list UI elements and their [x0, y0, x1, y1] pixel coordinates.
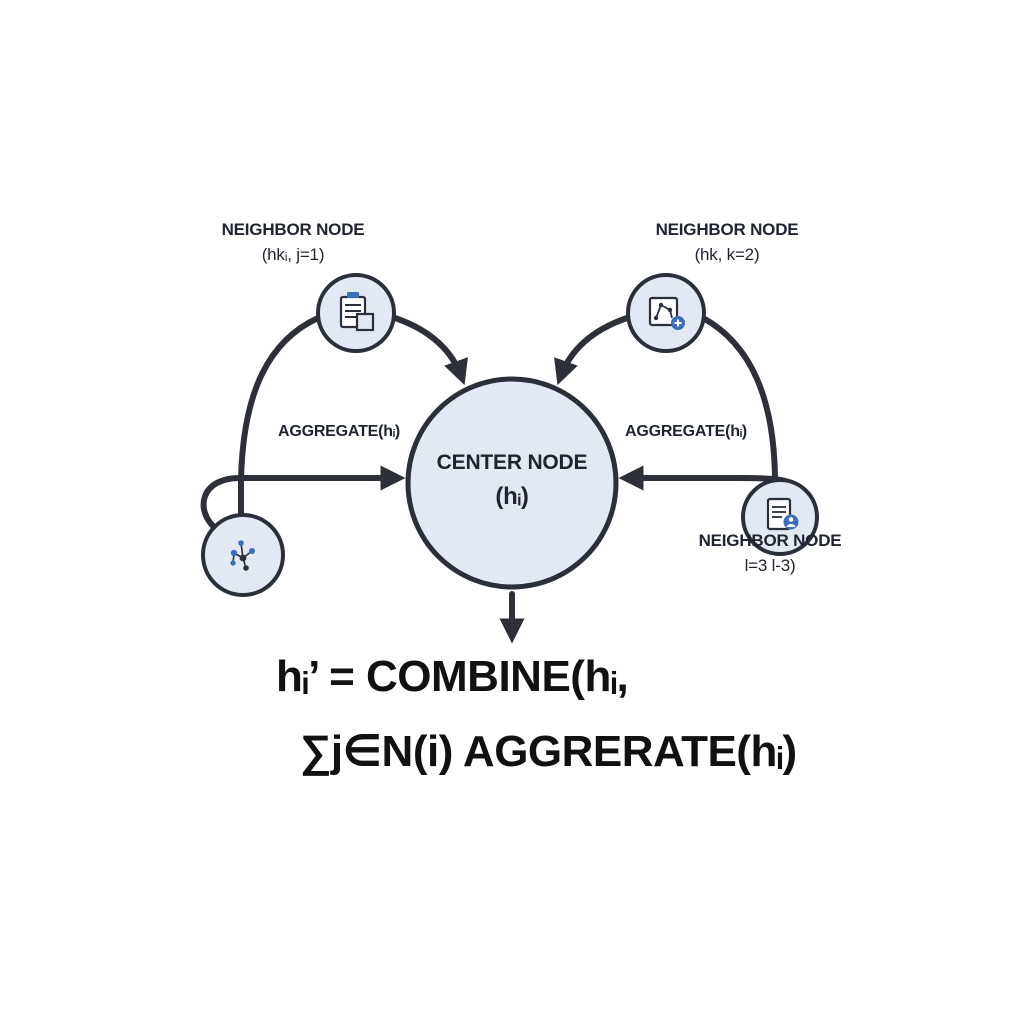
neighbor-4-subtitle: l=3 l-3) — [744, 556, 796, 575]
combine-formula-line-1: hᵢ’ = COMBINE(hᵢ, — [276, 652, 629, 701]
document-user-icon — [766, 497, 799, 531]
clipboard-icon — [339, 292, 375, 332]
loop-neighbor1-to-left-node — [238, 315, 321, 523]
center-node — [405, 376, 619, 590]
loop-neighbor2-to-right-node — [700, 315, 778, 481]
combine-formula-line-2: ∑j∈N(i) AGGRERATE(hᵢ) — [300, 727, 797, 776]
neighbor-1-title: NEIGHBOR NODE — [221, 220, 365, 239]
neighbor-node-3 — [201, 513, 285, 597]
neighbor-node-4 — [741, 478, 819, 556]
neighbor-1-subtitle: (hkᵢ, j=1) — [261, 245, 325, 264]
neighbor-2-title: NEIGHBOR NODE — [655, 220, 799, 239]
network-icon — [230, 540, 255, 571]
arrow-neighbor2-to-center — [554, 315, 630, 386]
aggregate-label-right: AGGREGATE(hᵢ) — [624, 423, 748, 440]
graph-add-icon — [648, 296, 685, 330]
arrow-left-node-to-center — [200, 465, 406, 531]
neighbor-4-title: NEIGHBOR NODE — [698, 531, 842, 550]
center-node-title: CENTER NODE — [436, 451, 588, 474]
neighbor-node-2 — [626, 273, 706, 353]
neighbor-node-1 — [316, 273, 396, 353]
arrow-neighbor1-to-center — [392, 315, 468, 386]
aggregate-label-left: AGGREGATE(hᵢ) — [277, 423, 401, 440]
neighbor-2-subtitle: (hk, k=2) — [694, 245, 760, 264]
center-node-subtitle: (hᵢ) — [495, 483, 529, 510]
